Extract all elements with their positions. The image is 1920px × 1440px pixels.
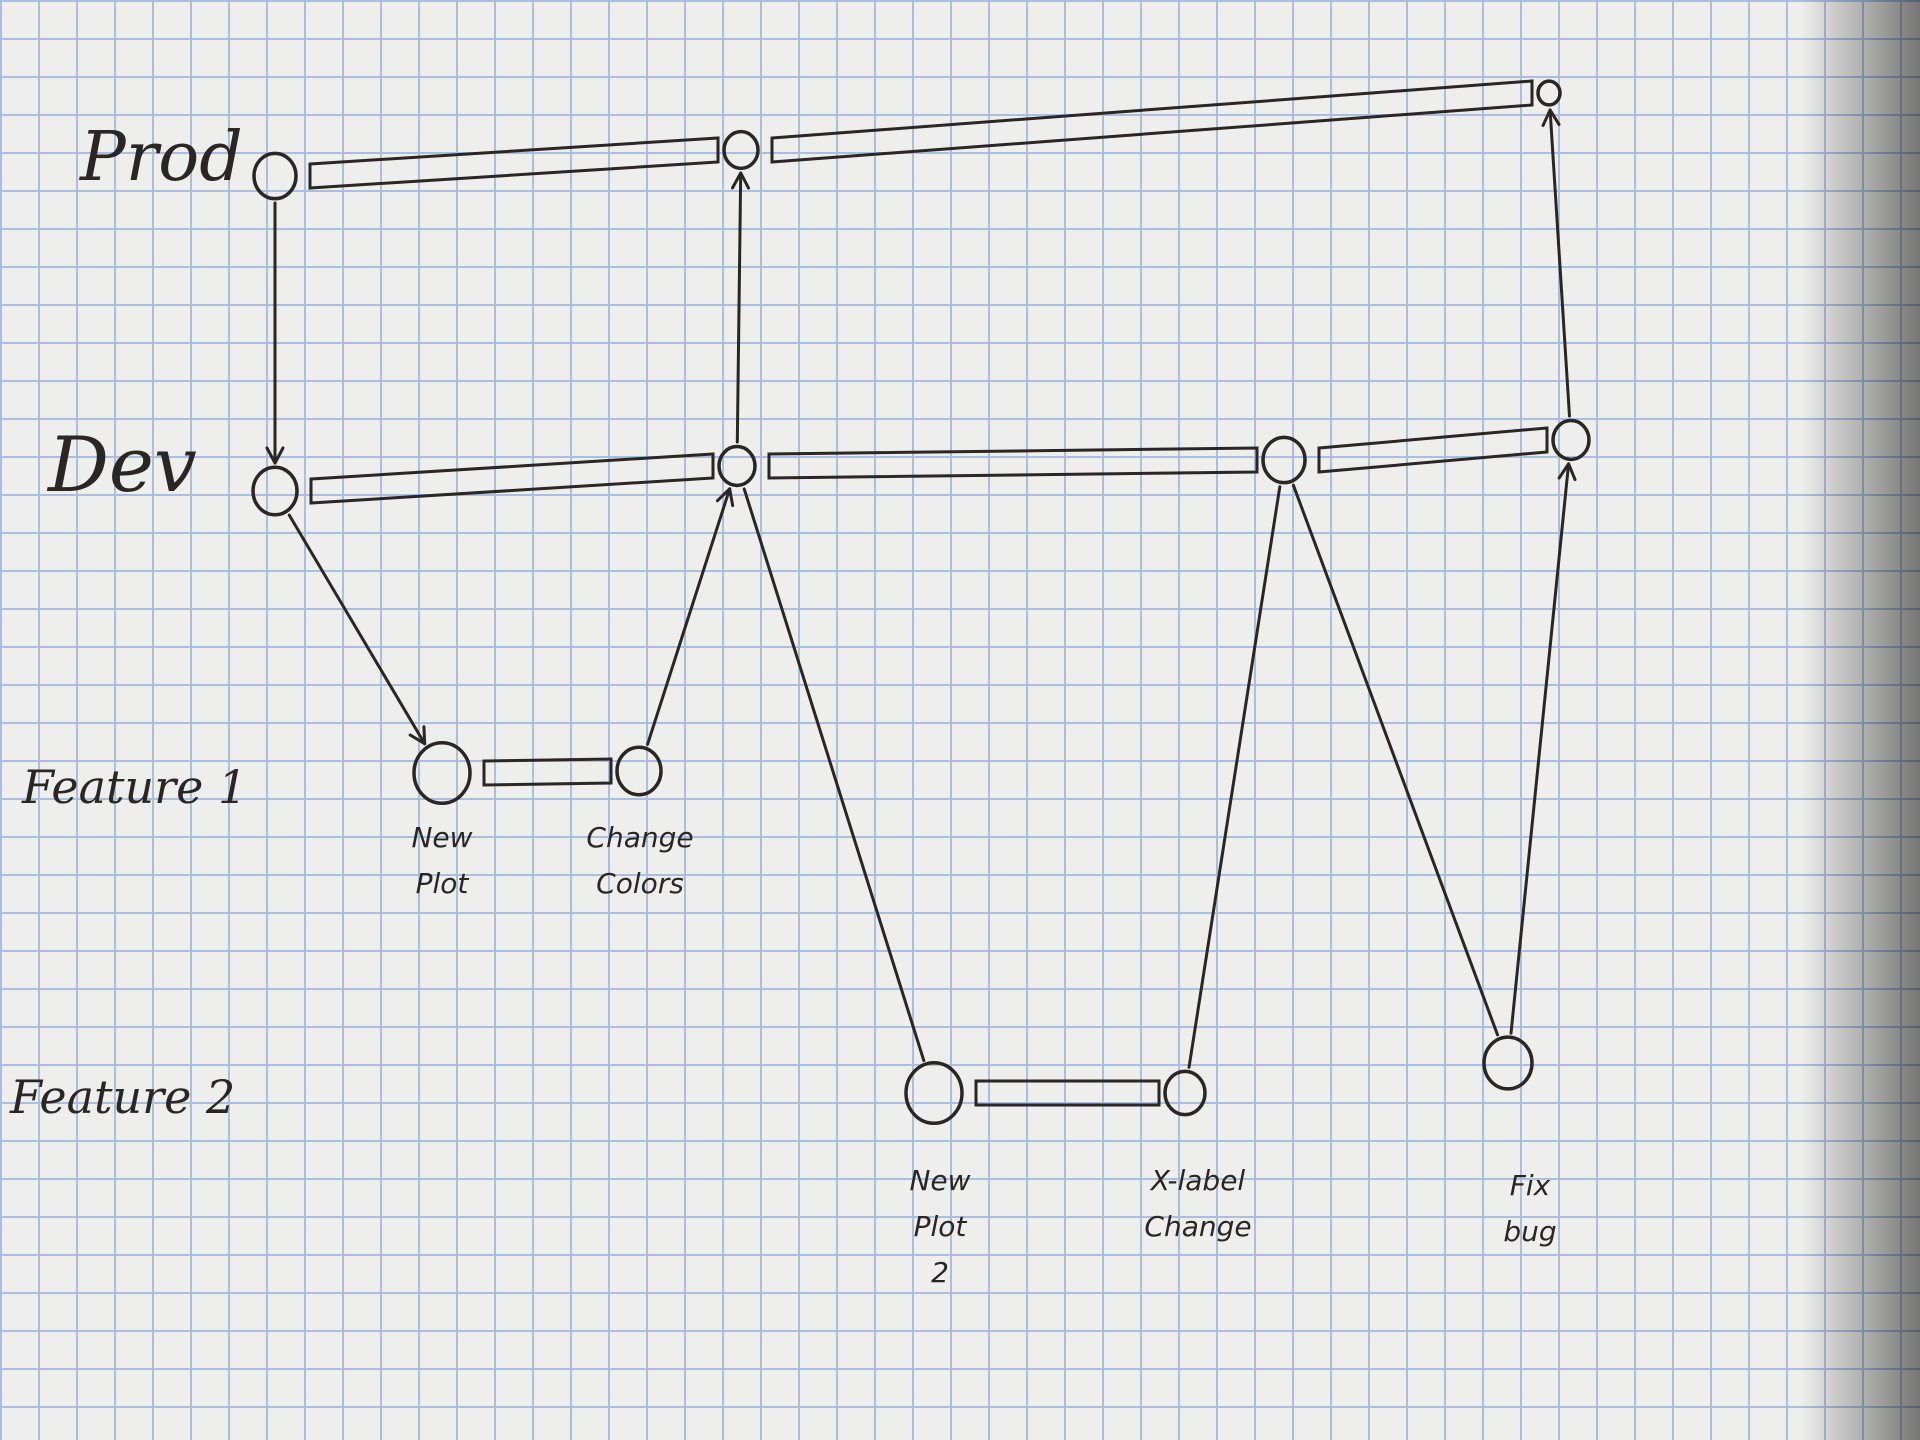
link-dev-2-to-new-plot-2 [742, 487, 926, 1063]
lane-label-feature2: Feature 2 [10, 1070, 236, 1124]
commit-node-new-plot-2 [904, 1061, 964, 1125]
caption-change-colors: Change Colors [586, 821, 694, 900]
commit-node-dev-4 [1551, 418, 1591, 462]
commit-node-dev-3 [1261, 435, 1307, 485]
caption-x-label-change: X-label Change [1144, 1164, 1252, 1243]
commit-node-change-colors [615, 745, 663, 797]
commit-node-prod-2 [722, 129, 760, 171]
lane-label-feature1: Feature 1 [22, 760, 248, 814]
link-fix-bug-to-dev-4 [1509, 462, 1577, 1035]
caption-new-plot-2: New Plot 2 [909, 1164, 971, 1289]
link-dev-2-to-prod-2 [731, 171, 751, 444]
bar-dev-2-to-dev-3 [767, 446, 1259, 480]
lane-label-dev: Dev [48, 420, 197, 509]
branch-links [265, 108, 1577, 1069]
commit-node-prod-1 [252, 151, 298, 201]
link-dev-4-to-prod-3 [1541, 108, 1571, 418]
bar-new-plot-to-change-colors [482, 757, 613, 787]
bar-dev-1-to-dev-2 [309, 452, 715, 505]
lane-label-prod: Prod [80, 118, 243, 197]
bar-prod-2-to-prod-3 [770, 79, 1534, 164]
link-x-label-change-to-dev-3 [1187, 485, 1282, 1069]
caption-fix-bug: Fix bug [1503, 1169, 1557, 1248]
commit-node-dev-2 [717, 444, 757, 488]
commit-node-new-plot [412, 741, 472, 805]
commit-node-dev-1 [251, 465, 299, 517]
bar-dev-3-to-dev-4 [1317, 426, 1549, 474]
link-dev-1-to-new-plot [287, 513, 427, 746]
caption-new-plot: New Plot [411, 821, 473, 900]
commit-node-fix-bug [1482, 1035, 1534, 1091]
commit-node-x-label-change [1163, 1069, 1207, 1117]
commit-bars [308, 79, 1549, 1107]
link-change-colors-to-dev-2 [646, 487, 735, 746]
commit-node-prod-3 [1536, 79, 1562, 107]
commit-nodes [251, 79, 1591, 1125]
link-dev-3-to-fix-bug [1291, 483, 1500, 1037]
bar-prod-1-to-prod-2 [308, 136, 720, 190]
bar-new-plot-2-to-x-label-change [974, 1079, 1161, 1107]
